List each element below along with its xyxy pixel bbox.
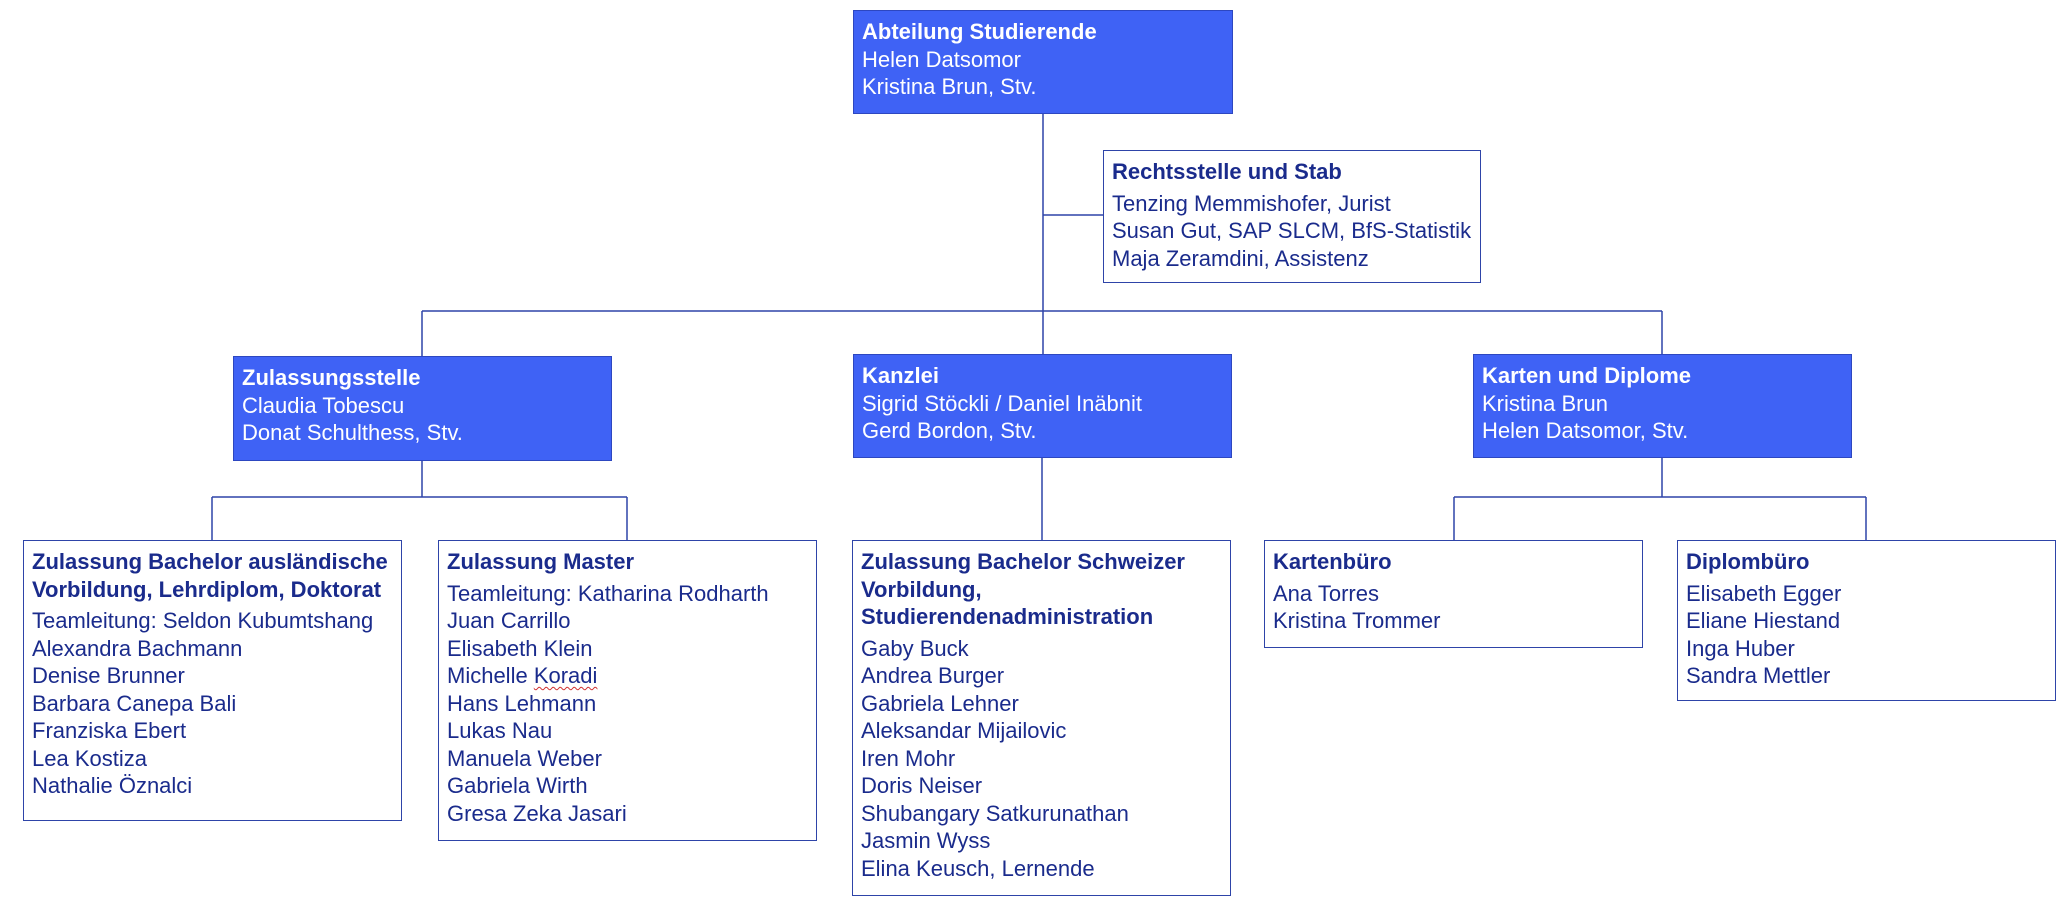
node-members: Tenzing Memmishofer, Jurist Susan Gut, S…: [1112, 190, 1472, 273]
member: Sandra Mettler: [1686, 663, 1831, 688]
node-title: Zulassungsstelle: [242, 365, 421, 390]
member: Donat Schulthess, Stv.: [242, 420, 463, 445]
member: Teamleitung: Katharina Rodharth: [447, 580, 769, 606]
node-members: Sigrid Stöckli / Daniel Inäbnit Gerd Bor…: [862, 390, 1223, 445]
member: Jasmin Wyss: [861, 828, 991, 853]
member: Gaby Buck: [861, 635, 969, 661]
node-title: Kartenbüro: [1273, 549, 1392, 574]
node-title: Zulassung Master: [447, 549, 635, 574]
node-title: Rechtsstelle und Stab: [1112, 159, 1342, 184]
member: Alexandra Bachmann: [32, 635, 243, 661]
node-head: Abteilung Studierende Helen Datsomor Kri…: [853, 10, 1233, 114]
node-members: Elisabeth Egger Eliane Hiestand Inga Hub…: [1686, 580, 2047, 690]
member: Elisabeth Egger: [1686, 580, 1842, 606]
node-title: Diplombüro: [1686, 549, 1810, 574]
node-title: Karten und Diplome: [1482, 363, 1692, 388]
node-members: Gaby Buck Andrea Burger Gabriela Lehner …: [861, 635, 1222, 883]
member: Denise Brunner: [32, 663, 185, 688]
member: Lukas Nau: [447, 718, 553, 743]
member: Kristina Brun, Stv.: [862, 74, 1037, 99]
member: Susan Gut, SAP SLCM, BfS-Statistik: [1112, 218, 1472, 243]
member: Doris Neiser: [861, 773, 983, 798]
node-members: Kristina Brun Helen Datsomor, Stv.: [1482, 390, 1843, 445]
member: Claudia Tobescu: [242, 392, 405, 418]
node-admission-office: Zulassungsstelle Claudia Tobescu Donat S…: [233, 356, 612, 461]
member: Sigrid Stöckli / Daniel Inäbnit: [862, 390, 1143, 416]
node-title: Abteilung Studierende: [862, 19, 1097, 44]
member: Kristina Trommer: [1273, 608, 1441, 633]
member: Gerd Bordon, Stv.: [862, 418, 1037, 443]
node-cards-diplomas: Karten und Diplome Kristina Brun Helen D…: [1473, 354, 1852, 458]
member: Aleksandar Mijailovic: [861, 718, 1067, 743]
member: Ana Torres: [1273, 580, 1379, 606]
member: Teamleitung: Seldon Kubumtshang: [32, 608, 374, 633]
member: Maja Zeramdini, Assistenz: [1112, 245, 1369, 271]
member: Barbara Canepa Bali: [32, 690, 237, 716]
member: Andrea Burger: [861, 663, 1005, 688]
member: Eliane Hiestand: [1686, 608, 1841, 633]
node-members: Helen Datsomor Kristina Brun, Stv.: [862, 46, 1224, 101]
member: Franziska Ebert: [32, 718, 187, 743]
node-members: Ana Torres Kristina Trommer: [1273, 580, 1634, 635]
node-members: Claudia Tobescu Donat Schulthess, Stv.: [242, 392, 603, 447]
node-members: Teamleitung: Katharina Rodharth Juan Car…: [447, 580, 808, 828]
node-bachelor-swiss: Zulassung Bachelor Schweizer Vorbildung,…: [852, 540, 1231, 896]
member: Lea Kostiza: [32, 745, 147, 771]
member: Tenzing Memmishofer, Jurist: [1112, 190, 1391, 216]
node-bachelor-foreign: Zulassung Bachelor ausländische Vorbildu…: [23, 540, 402, 821]
member: Elisabeth Klein: [447, 635, 593, 661]
member: Elina Keusch, Lernende: [861, 855, 1095, 881]
member: Gabriela Wirth: [447, 773, 588, 798]
member: Manuela Weber: [447, 745, 602, 771]
node-title: Zulassung Bachelor Schweizer Vorbildung,…: [861, 549, 1185, 629]
member: Gresa Zeka Jasari: [447, 800, 627, 826]
node-staff: Rechtsstelle und Stab Tenzing Memmishofe…: [1103, 150, 1481, 283]
node-title: Kanzlei: [862, 363, 940, 388]
node-master: Zulassung Master Teamleitung: Katharina …: [438, 540, 817, 841]
member: Juan Carrillo: [447, 608, 571, 633]
node-title: Zulassung Bachelor ausländische Vorbildu…: [32, 549, 388, 602]
member-spellcheck: Michelle Koradi: [447, 663, 598, 688]
node-card-office: Kartenbüro Ana Torres Kristina Trommer: [1264, 540, 1643, 648]
member: Iren Mohr: [861, 745, 956, 771]
member: Helen Datsomor: [862, 46, 1021, 72]
member: Hans Lehmann: [447, 690, 597, 716]
member: Gabriela Lehner: [861, 690, 1019, 716]
member: Kristina Brun: [1482, 390, 1608, 416]
member: Nathalie Öznalci: [32, 773, 193, 798]
member: Helen Datsomor, Stv.: [1482, 418, 1689, 443]
member: Inga Huber: [1686, 635, 1795, 661]
member: Shubangary Satkurunathan: [861, 800, 1129, 826]
node-diploma-office: Diplombüro Elisabeth Egger Eliane Hiesta…: [1677, 540, 2056, 701]
node-members: Teamleitung: Seldon Kubumtshang Alexandr…: [32, 607, 393, 800]
node-chancellery: Kanzlei Sigrid Stöckli / Daniel Inäbnit …: [853, 354, 1232, 458]
